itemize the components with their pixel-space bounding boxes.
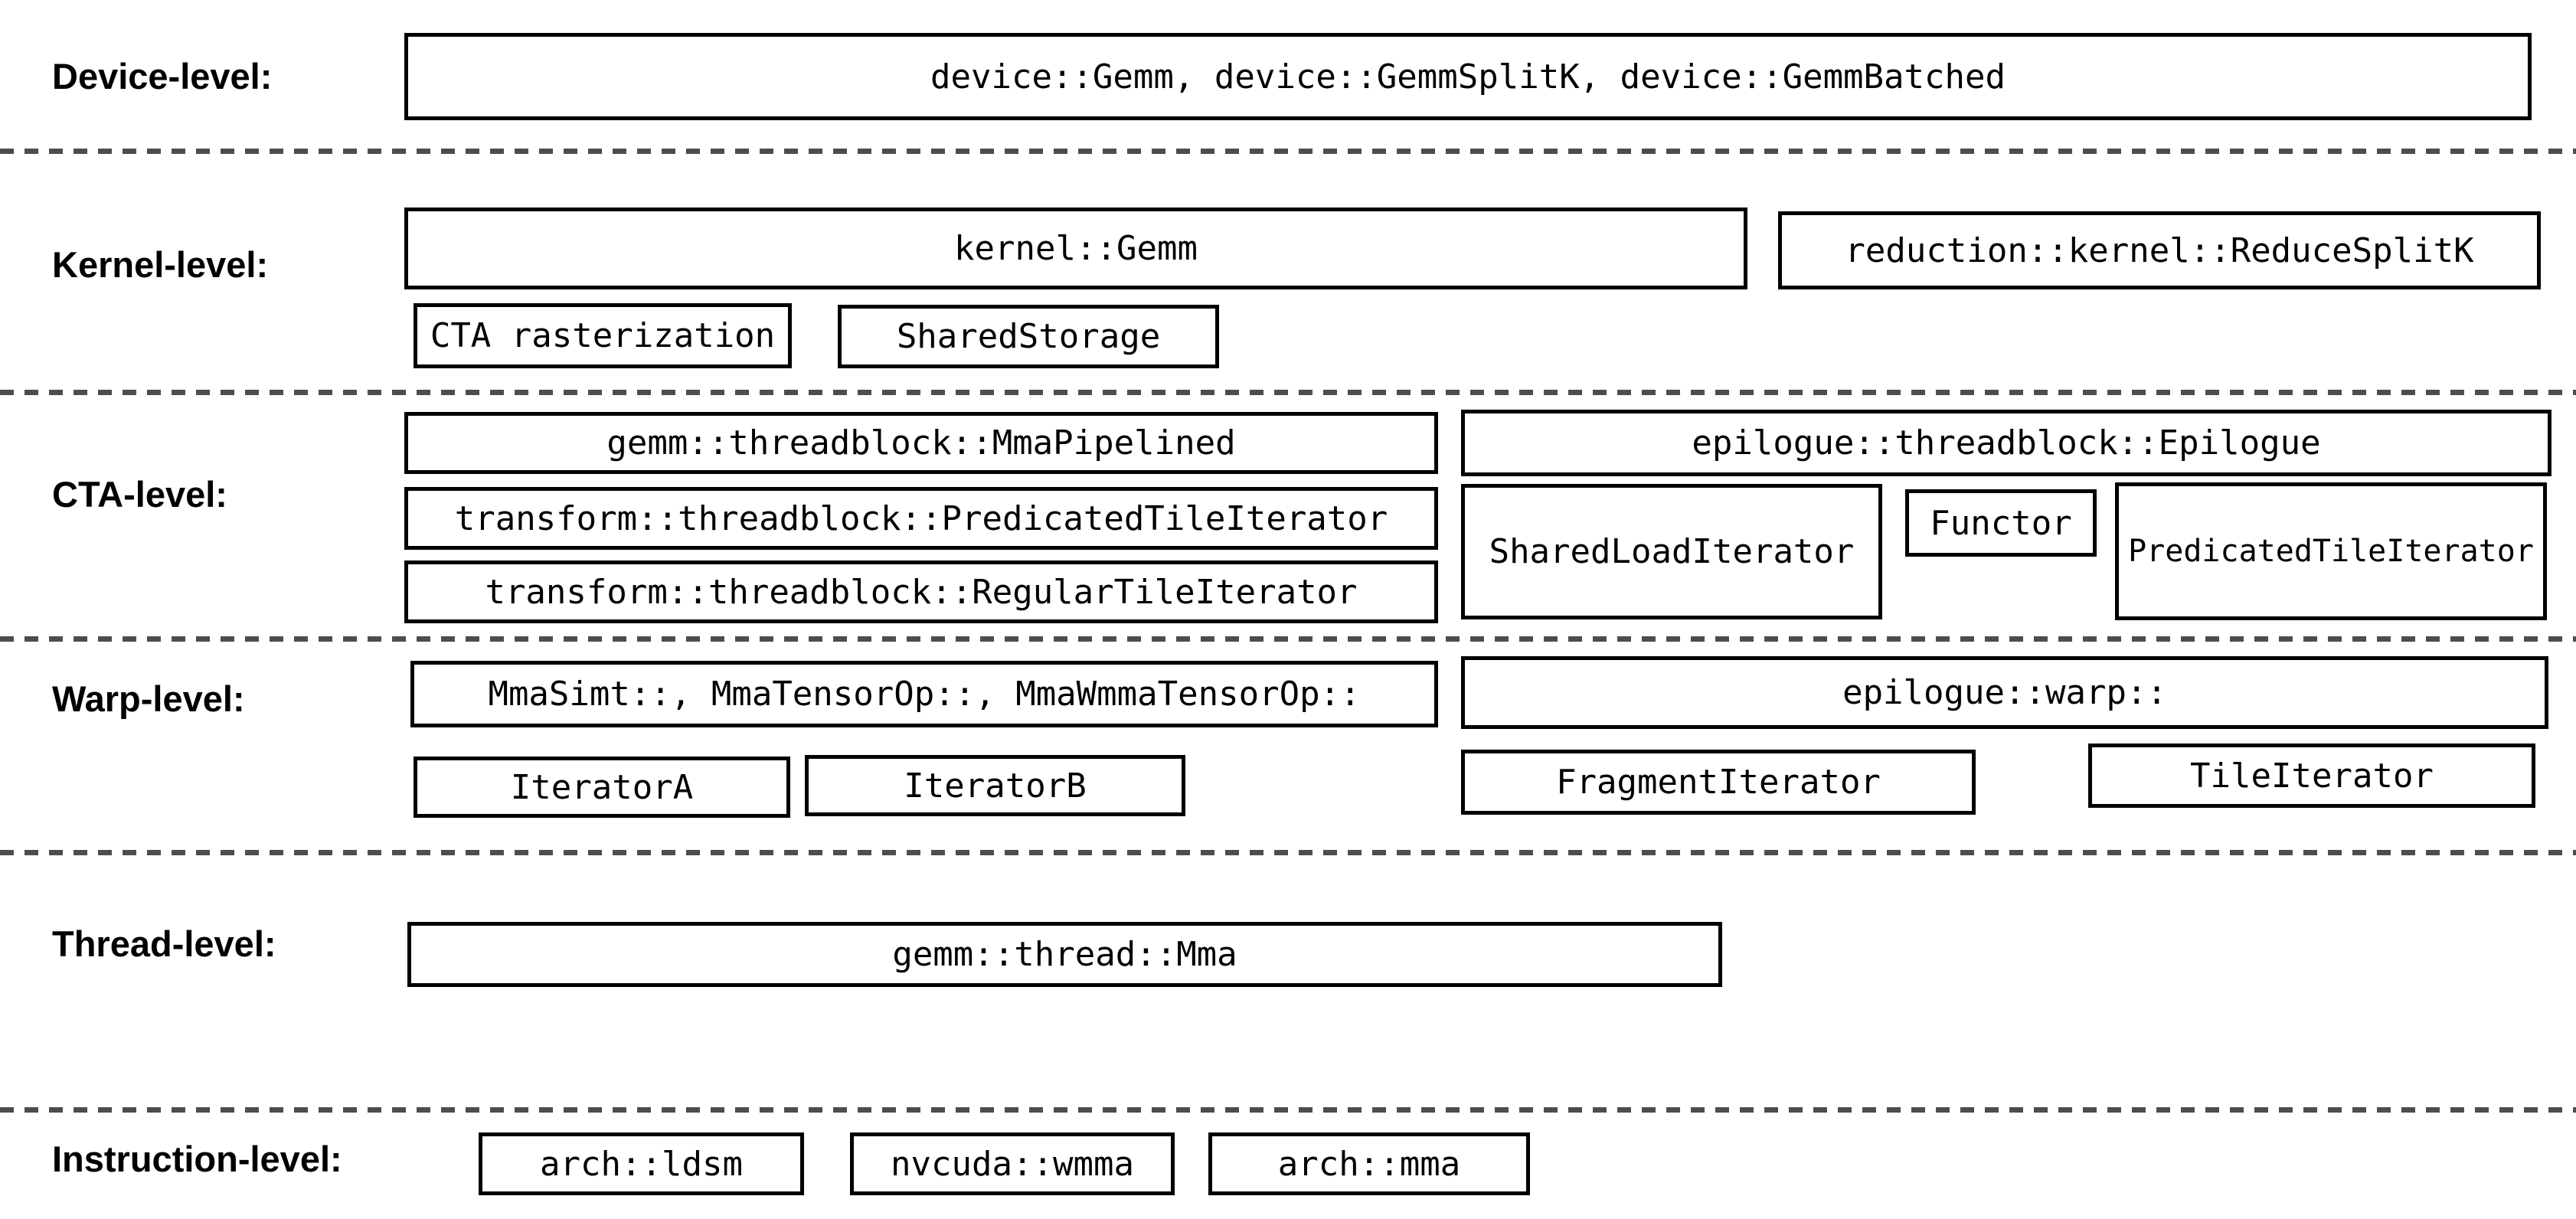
device-gemm-box: device::Gemm, device::GemmSplitK, device… <box>404 33 2532 120</box>
epilogue-warp-box: epilogue::warp:: <box>1461 656 2548 729</box>
cta-rasterization-box: CTA rasterization <box>414 303 792 368</box>
mma-ops-box: MmaSimt::, MmaTensorOp::, MmaWmmaTensorO… <box>410 661 1438 727</box>
separator-warp-thread <box>0 850 2576 855</box>
fragment-iterator-box: FragmentIterator <box>1461 750 1976 815</box>
tile-iterator-box: TileIterator <box>2088 743 2535 808</box>
thread-level-label: Thread-level: <box>52 923 276 964</box>
reduction-kernel-reducesplitk-box: reduction::kernel::ReduceSplitK <box>1778 211 2541 289</box>
kernel-level-label: Kernel-level: <box>52 244 269 285</box>
separator-kernel-cta <box>0 390 2576 395</box>
device-level-label: Device-level: <box>52 56 273 96</box>
epilogue-threadblock-box: epilogue::threadblock::Epilogue <box>1461 410 2551 476</box>
shared-load-iterator-box: SharedLoadIterator <box>1461 484 1882 619</box>
arch-ldsm-box: arch::ldsm <box>479 1132 804 1195</box>
warp-level-label: Warp-level: <box>52 678 245 719</box>
iterator-b-box: IteratorB <box>805 755 1185 816</box>
predicated-tile-iterator-epilogue-box: PredicatedTileIterator <box>2115 482 2547 620</box>
separator-thread-instruction <box>0 1107 2576 1113</box>
kernel-gemm-box: kernel::Gemm <box>404 208 1747 289</box>
iterator-a-box: IteratorA <box>414 757 790 818</box>
separator-cta-warp <box>0 636 2576 642</box>
predicated-tile-iterator-transform-box: transform::threadblock::PredicatedTileIt… <box>404 487 1438 550</box>
regular-tile-iterator-box: transform::threadblock::RegularTileItera… <box>404 560 1438 623</box>
functor-box: Functor <box>1905 489 2097 557</box>
instruction-level-label: Instruction-level: <box>52 1139 342 1179</box>
nvcuda-wmma-box: nvcuda::wmma <box>850 1132 1175 1195</box>
separator-device-kernel <box>0 149 2576 154</box>
arch-mma-box: arch::mma <box>1208 1132 1530 1195</box>
gemm-thread-mma-box: gemm::thread::Mma <box>407 922 1722 987</box>
shared-storage-box: SharedStorage <box>838 305 1219 368</box>
mma-pipelined-box: gemm::threadblock::MmaPipelined <box>404 412 1438 474</box>
cta-level-label: CTA-level: <box>52 474 227 515</box>
